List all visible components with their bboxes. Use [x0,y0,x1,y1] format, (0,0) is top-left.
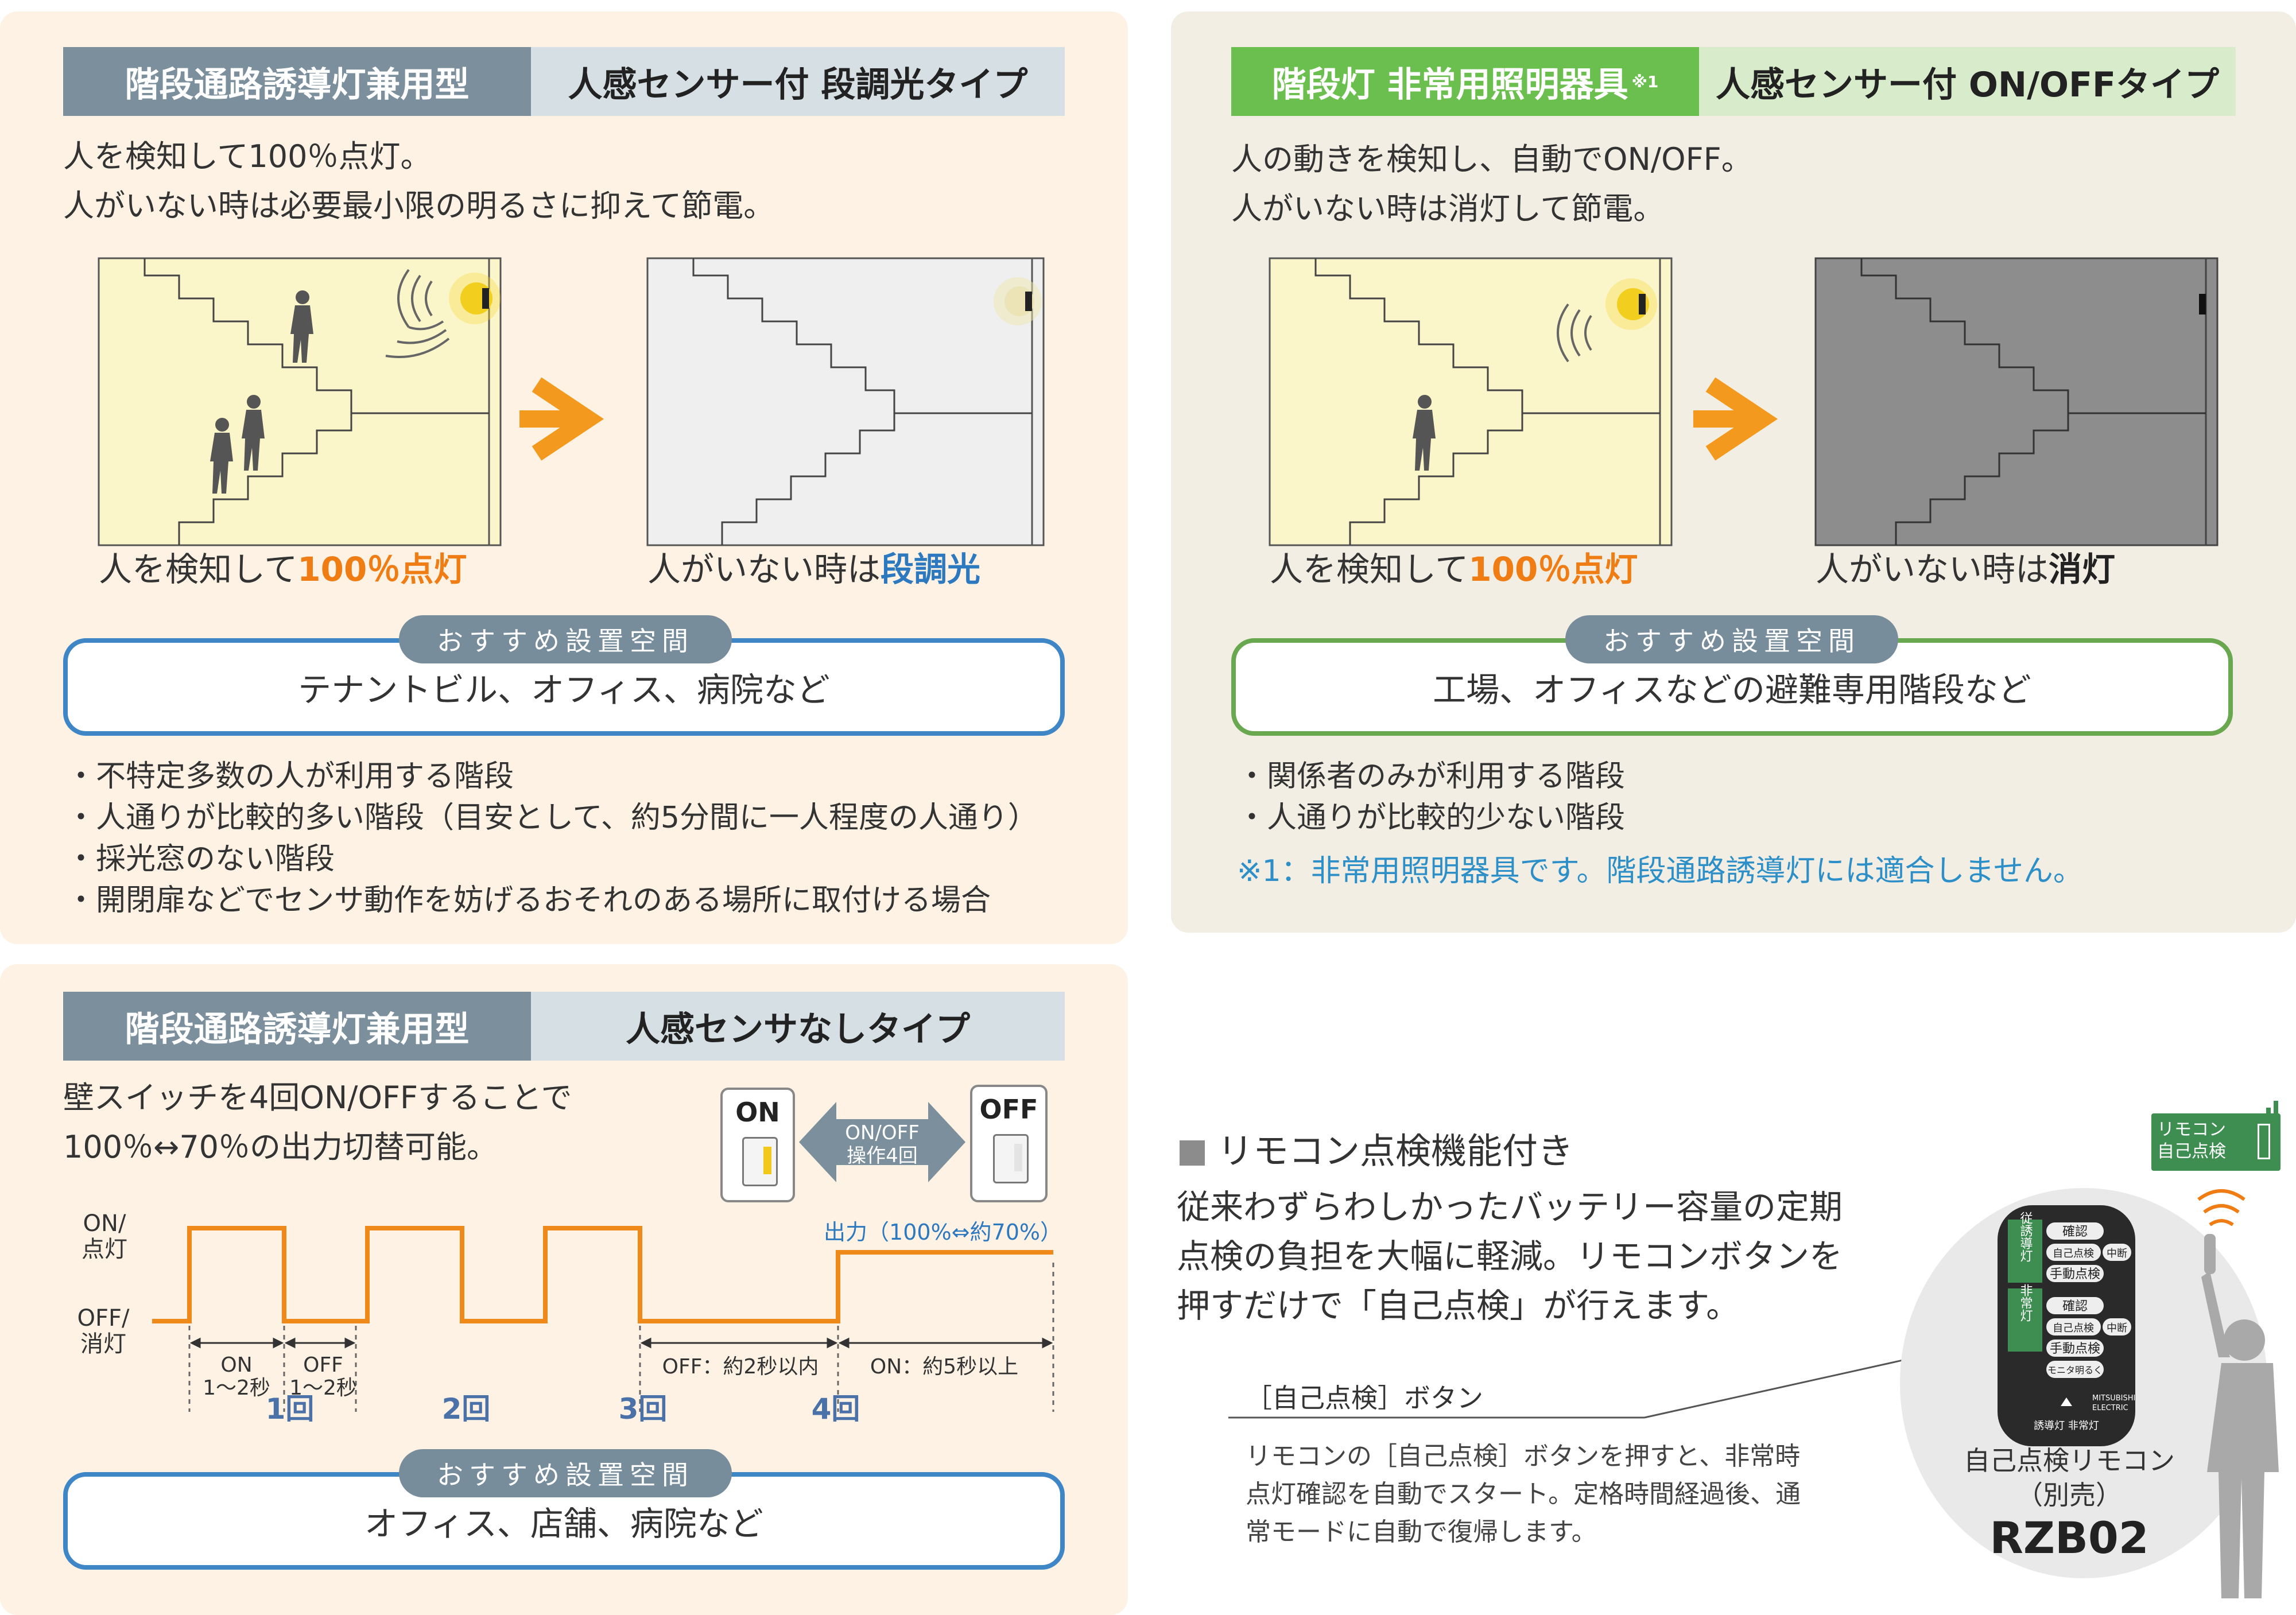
panel-onoff-type: 階段灯 非常用照明器具※1 人感センサー付 ON/OFFタイプ 人の動きを検知し… [1171,11,2296,933]
person-icon [210,418,233,494]
svg-text:誘導灯 非常灯: 誘導灯 非常灯 [2034,1420,2099,1432]
svg-text:従誘導灯: 従誘導灯 [2018,1212,2033,1262]
person-icon [242,395,265,471]
self-check-sign: リモコン 自己点検 [2151,1113,2281,1171]
recommended-space-label: おすすめ設置空間 [399,615,732,663]
svg-text:OFF/: OFF/ [77,1305,130,1331]
svg-text:ELECTRIC: ELECTRIC [2092,1404,2128,1412]
header-category: 階段灯 非常用照明器具※1 [1231,47,1699,116]
svg-text:自己点検: 自己点検 [2053,1322,2094,1334]
svg-text:中断: 中断 [2107,1322,2127,1334]
self-check-button-desc: リモコンの［自己点検］ボタンを押すと、非常時 点灯確認を自動でスタート。定格時間… [1246,1442,1801,1547]
recommended-space-box: テナントビル、オフィス、病院など [63,638,1065,736]
recommended-space-label: おすすめ設置空間 [399,1449,732,1497]
svg-text:1〜2秒: 1〜2秒 [203,1376,270,1400]
footnote: ※1：非常用照明器具です。階段通路誘導灯には適合しません。 [1237,854,2083,888]
self-check-button-title: ［自己点検］ボタン [1246,1383,1483,1414]
stair-illustration-off [1814,257,2219,546]
panel-description: 壁スイッチを4回ON/OFFすることで 100％↔70％の出力切替可能。 [63,1080,572,1165]
signal-icon [2259,1101,2278,1122]
timing-diagram: ON/ 点灯 OFF/ 消灯 出力（100%⇔約70%） ON 1〜2秒 OFF… [77,1210,1062,1426]
remote-model: RZB02 [1989,1512,2149,1563]
svg-text:中断: 中断 [2107,1248,2127,1260]
svg-text:2回: 2回 [442,1392,491,1426]
remote-control: 従誘導灯 非常灯 確認 自己点検 中断 手動点検 確認 自己点検 中断 手動点検… [1998,1205,2135,1446]
svg-text:ON/: ON/ [83,1210,126,1237]
arrow-right-icon [1693,377,1778,461]
indicator-icon [2258,1124,2270,1159]
svg-text:OFF：約2秒以内: OFF：約2秒以内 [662,1355,819,1379]
svg-text:ON：約5秒以上: ON：約5秒以上 [870,1355,1018,1379]
svg-text:モニタ明るく: モニタ明るく [2047,1365,2103,1376]
svg-text:ON: ON [220,1353,252,1377]
svg-text:操作4回: 操作4回 [847,1144,918,1167]
remote-section-title: リモコン点検機能付き [1180,1122,1573,1174]
remote-product-label: 自己点検リモコン （別売） [1964,1445,2175,1511]
svg-text:手動点検: 手動点検 [2050,1267,2100,1282]
bullet-list: ・不特定多数の人が利用する階段 ・人通りが比較的多い階段（目安として、約5分間に… [66,759,1038,918]
header-type: 人感センサなしタイプ [531,992,1065,1061]
bullet-list: ・関係者のみが利用する階段 ・人通りが比較的少ない階段 [1237,759,1626,835]
person-icon [290,290,313,363]
stair-illustration-lit [98,257,502,546]
timing-spans [189,1337,1053,1349]
panel-description: 人の動きを検知し、自動でON/OFF。 人がいない時は消灯して節電。 [1231,141,1752,227]
svg-text:自己点検: 自己点検 [2053,1248,2094,1260]
caption-dimmed: 人がいない時は段調光 [647,550,981,589]
header-type: 人感センサー付 ON/OFFタイプ [1699,47,2236,116]
svg-text:手動点検: 手動点検 [2050,1342,2100,1356]
svg-text:OFF: OFF [303,1353,343,1377]
svg-text:確認: 確認 [2062,1225,2088,1239]
svg-text:確認: 確認 [2062,1299,2088,1314]
header-category: 階段通路誘導灯兼用型 [63,47,531,116]
panel-header: 階段通路誘導灯兼用型 人感センサー付 段調光タイプ [63,47,1065,116]
stair-illustration-lit [1269,257,1673,546]
panel-no-sensor-type: 階段通路誘導灯兼用型 人感センサなしタイプ 壁スイッチを4回ON/OFFすること… [0,964,1128,1615]
timing-guides [188,1263,1054,1412]
svg-text:3回: 3回 [619,1392,668,1426]
svg-text:1〜2秒: 1〜2秒 [289,1376,357,1400]
panel-header: 階段通路誘導灯兼用型 人感センサなしタイプ [63,992,1065,1061]
arrow-right-icon [519,377,604,461]
svg-text:ON/OFF: ON/OFF [845,1121,920,1144]
caption-lit: 人を検知して100％点灯 [1270,550,1638,589]
person-with-remote-icon [2201,1234,2279,1598]
svg-text:消灯: 消灯 [80,1331,126,1357]
signal-wave-icon [2197,1189,2245,1226]
panel-dimming-type: 階段通路誘導灯兼用型 人感センサー付 段調光タイプ 人を検知して100％点灯。 … [0,11,1128,944]
svg-text:1回: 1回 [266,1392,315,1426]
square-bullet-icon [1180,1140,1205,1166]
svg-text:非常灯: 非常灯 [2018,1284,2033,1322]
svg-text:MITSUBISHI: MITSUBISHI [2092,1394,2135,1403]
svg-text:点灯: 点灯 [82,1236,127,1263]
recommended-space-box: オフィス、店舗、病院など [63,1472,1065,1570]
header-type: 人感センサー付 段調光タイプ [531,47,1065,116]
recommended-space-label: おすすめ設置空間 [1565,615,1898,663]
wall-switch-on: ON [720,1088,795,1202]
panel-description: 人を検知して100％点灯。 人がいない時は必要最小限の明るさに抑えて節電。 [63,138,775,224]
stair-illustration-dimmed [646,257,1045,546]
switch-toggle-arrow: ON/OFF 操作4回 [799,1102,965,1182]
header-category: 階段通路誘導灯兼用型 [63,992,531,1061]
svg-text:4回: 4回 [812,1392,860,1426]
wall-switch-off: OFF [970,1085,1048,1202]
caption-lit: 人を検知して100％点灯 [99,550,467,589]
person-icon [1413,395,1436,471]
caption-off: 人がいない時は消灯 [1816,550,2116,589]
remote-description: 従来わずらわしかったバッテリー容量の定期 点検の負担を大幅に軽減。リモコンボタン… [1177,1187,1843,1325]
panel-header: 階段灯 非常用照明器具※1 人感センサー付 ON/OFFタイプ [1231,47,2236,116]
svg-text:出力（100%⇔約70%）: 出力（100%⇔約70%） [824,1220,1062,1245]
output-waveform [152,1226,1053,1323]
mitsubishi-logo-icon [2061,1397,2072,1406]
